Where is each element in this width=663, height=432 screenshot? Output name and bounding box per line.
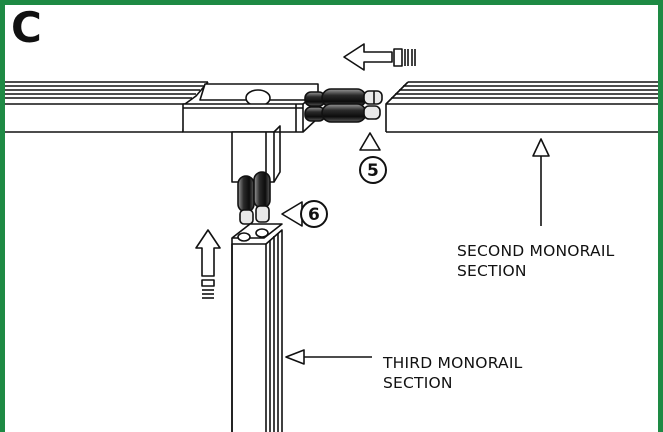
third-monorail-label-line1: THIRD MONORAIL: [383, 354, 523, 372]
third-monorail-label-line2: SECTION: [383, 374, 453, 392]
second-monorail-label-line1: SECOND MONORAIL: [457, 242, 615, 260]
third-monorail-label: THIRD MONORAIL SECTION: [383, 353, 522, 393]
step-5-number: 5: [367, 161, 379, 181]
t-connector-bracket: [182, 83, 319, 183]
pointer-arrow-icon: [285, 349, 372, 365]
step-6-marker: [281, 200, 328, 228]
step-5-marker: [359, 132, 387, 184]
step-6-number: 6: [308, 205, 320, 225]
pointer-arrow-icon: [532, 138, 550, 226]
panel-letter: C: [11, 3, 42, 52]
third-monorail-section: [231, 223, 283, 432]
second-monorail-label-line2: SECTION: [457, 262, 527, 280]
second-monorail-section: [385, 81, 658, 133]
connector-pin-horizontal: [304, 88, 383, 123]
insert-direction-arrow-icon: [343, 43, 416, 71]
push-up-arrow-icon: [195, 229, 221, 299]
first-monorail-section: [5, 81, 209, 133]
connector-pin-vertical: [237, 171, 271, 225]
second-monorail-label: SECOND MONORAIL SECTION: [457, 241, 614, 281]
